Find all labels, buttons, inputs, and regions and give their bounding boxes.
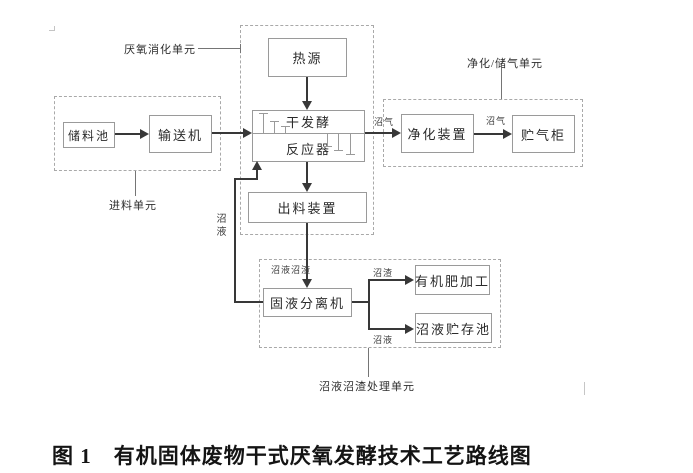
node-purification-device-label: 净化装置	[407, 127, 468, 142]
line-recycle-elbow	[234, 178, 258, 180]
node-purification-device: 净化装置	[401, 114, 474, 153]
line-discharge-to-separator	[306, 223, 308, 279]
arrow-reactor-to-discharge	[302, 183, 312, 192]
text-cursor-mark	[584, 382, 585, 395]
node-dry-fermentation-reactor	[252, 110, 365, 162]
node-heat-source: 热源	[268, 38, 347, 77]
line-recycle-bottom	[234, 301, 263, 303]
mixer-paddle-icon	[334, 134, 343, 151]
flow-label-slurry-residue-mix: 沼液沼渣	[271, 265, 312, 275]
unit-box-slurry-residue-treatment	[259, 259, 501, 348]
flow-label-biogas-1: 沼气	[374, 117, 395, 127]
node-storage-pool-label: 储料池	[67, 128, 110, 143]
arrow-split-to-slurrypool	[405, 324, 414, 334]
line-separator-to-split	[352, 301, 370, 303]
figure-caption: 图 1 有机固体废物干式厌氧发酵技术工艺路线图	[52, 444, 532, 468]
arrow-split-to-fertilizer	[405, 275, 414, 285]
node-organic-fertilizer-processing-label: 有机肥加工	[415, 273, 491, 289]
arrow-reactor-to-purifier	[392, 128, 401, 138]
unit-label-feeding: 进料单元	[109, 200, 157, 212]
line-recycle-vertical	[234, 178, 236, 303]
line-storage-to-conveyor	[115, 133, 141, 135]
arrow-conveyor-to-reactor	[243, 128, 252, 138]
unit-label-gas-purify-storage: 净化/储气单元	[467, 58, 544, 70]
node-heat-source-label: 热源	[292, 51, 323, 66]
leader-tick-digestion	[240, 44, 241, 53]
node-storage-pool: 储料池	[63, 122, 115, 148]
leader-line-gas	[501, 68, 502, 99]
leader-line-feeding	[135, 171, 136, 196]
reactor-mid-line	[252, 133, 365, 134]
line-split-vertical	[368, 279, 370, 330]
line-reactor-to-discharge	[306, 162, 308, 184]
flow-label-biogas-2: 沼气	[486, 116, 507, 126]
arrow-discharge-to-separator	[302, 279, 312, 288]
line-reactor-to-purifier	[365, 132, 393, 134]
arrow-recycle-to-reactor	[252, 161, 262, 170]
flow-label-slurry-out: 沼液	[373, 335, 394, 345]
unit-label-slurry-residue-treatment: 沼液沼渣处理单元	[319, 381, 415, 393]
node-discharge-device: 出料装置	[248, 192, 367, 223]
leader-line-treatment	[368, 348, 369, 377]
mixer-paddle-icon	[323, 134, 332, 147]
line-purifier-to-gasholder	[474, 133, 504, 135]
line-conveyor-to-reactor	[212, 132, 244, 134]
line-split-to-fertilizer	[368, 279, 406, 281]
node-discharge-device-label: 出料装置	[277, 201, 338, 216]
leader-line-digestion	[198, 48, 240, 49]
mixer-paddle-icon	[346, 134, 355, 155]
node-organic-fertilizer-processing: 有机肥加工	[415, 265, 490, 295]
mixer-paddle-icon	[270, 121, 279, 133]
flow-label-residue: 沼渣	[373, 268, 394, 278]
node-slurry-storage-pool-label: 沼液贮存池	[416, 321, 492, 337]
node-solid-liquid-separator: 固液分离机	[263, 288, 352, 317]
arrow-storage-to-conveyor	[140, 129, 149, 139]
arrow-heat-to-reactor	[302, 101, 312, 110]
line-recycle-up	[256, 170, 258, 180]
flow-label-recycle-slurry: 沼液	[214, 213, 225, 239]
unit-label-anaerobic-digestion: 厌氧消化单元	[124, 44, 196, 56]
mixer-paddle-icon	[281, 126, 290, 133]
reactor-label-line2: 反应器	[285, 142, 331, 157]
line-heat-to-reactor	[306, 77, 308, 101]
node-slurry-storage-pool: 沼液贮存池	[415, 313, 492, 343]
mixer-paddle-icon	[259, 113, 268, 133]
node-gas-holder: 贮气柜	[512, 115, 575, 153]
node-solid-liquid-separator-label: 固液分离机	[269, 296, 345, 311]
node-conveyor-label: 输送机	[157, 127, 203, 143]
reactor-label-line1: 干发酵	[285, 115, 331, 130]
line-split-to-slurrypool	[368, 328, 406, 330]
page-corner-mark	[49, 26, 55, 31]
node-gas-holder-label: 贮气柜	[520, 127, 566, 143]
arrow-purifier-to-gasholder	[503, 129, 512, 139]
node-conveyor: 输送机	[149, 115, 212, 153]
